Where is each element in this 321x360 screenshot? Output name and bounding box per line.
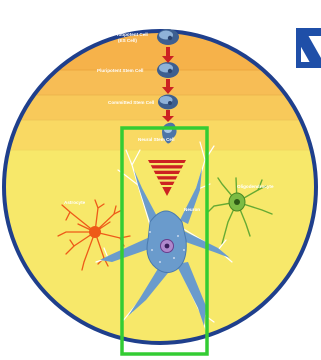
label-neuron: Neuron — [184, 207, 200, 212]
heading-glyph-fragment — [296, 28, 321, 68]
label-totipotent-line2: (ES Cell) — [118, 38, 137, 43]
label-totipotent-line1: Totipotent Cell — [116, 32, 148, 37]
pluripotent-cell-icon — [157, 62, 179, 78]
label-neural-stem-cell: Neural Stem Cell — [138, 137, 175, 142]
committed-cell-icon — [158, 95, 178, 110]
label-astrocyte: Astrocyte — [64, 200, 86, 205]
label-oligodendrocyte: Oligodendrocyte — [237, 184, 274, 189]
label-committed: Committed Stem Cell — [108, 100, 154, 105]
totipotent-cell-icon — [157, 29, 179, 45]
band-neural — [0, 120, 321, 150]
label-pluripotent: Pluripotent Stem Cell — [97, 68, 143, 73]
